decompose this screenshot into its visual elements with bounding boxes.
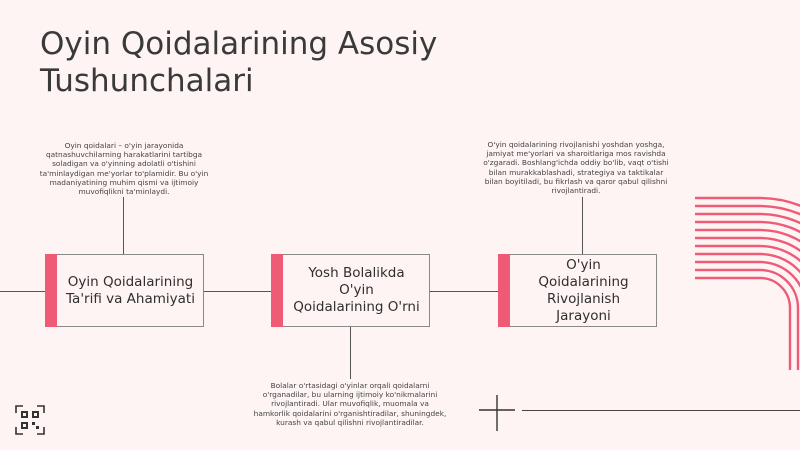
step-description-1: Oyin qoidalari – o'yin jarayonida qatnas…: [39, 141, 209, 197]
step-label: Oyin Qoidalarining Ta'rifi va Ahamiyati: [66, 273, 195, 307]
bottom-rule: [522, 410, 800, 411]
qr-code-icon: [15, 405, 45, 435]
step-accent-bar: [45, 254, 57, 327]
timeline-segment-1-2: [203, 291, 271, 292]
step-box-3: O'yin Qoidalarining Rivojlanish Jarayoni: [498, 254, 657, 327]
connector-desc-1: [123, 197, 124, 254]
step-box-2: Yosh Bolalikda O'yin Qoidalarining O'rni: [271, 254, 430, 327]
timeline-left-segment: [0, 291, 45, 292]
step-description-2: Bolalar o'rtasidagi o'yinlar orqali qoid…: [253, 381, 447, 427]
step-label: O'yin Qoidalarining Rivojlanish Jarayoni: [538, 256, 629, 324]
page-title: Oyin Qoidalarining Asosiy Tushunchalari: [40, 26, 438, 99]
plus-cross-icon: [479, 395, 515, 431]
step-accent-bar: [271, 254, 283, 327]
concentric-arcs-decoration: [695, 196, 800, 370]
step-box-1: Oyin Qoidalarining Ta'rifi va Ahamiyati: [45, 254, 204, 327]
step-accent-bar: [498, 254, 510, 327]
step-description-3: O'yin qoidalarining rivojlanishi yoshdan…: [483, 140, 669, 196]
timeline-segment-2-3: [430, 291, 498, 292]
connector-desc-2: [350, 327, 351, 379]
step-label: Yosh Bolalikda O'yin Qoidalarining O'rni: [293, 265, 420, 315]
connector-desc-3: [582, 197, 583, 254]
